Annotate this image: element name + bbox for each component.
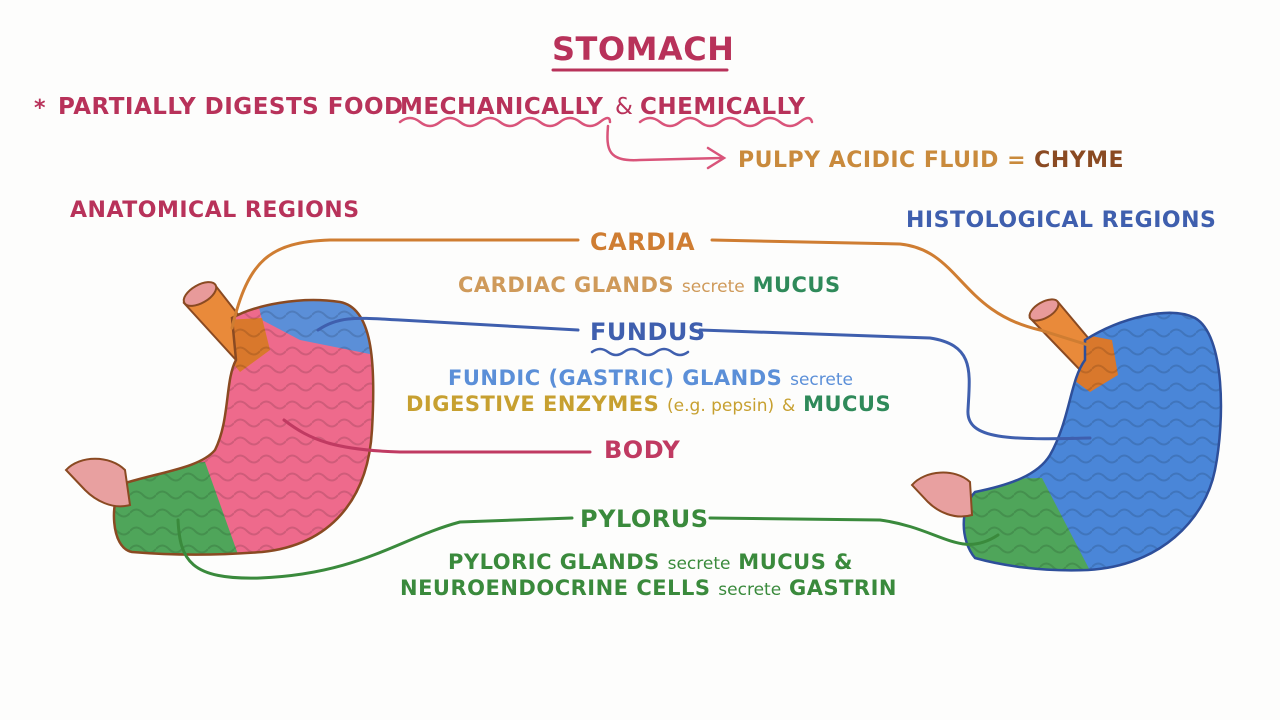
summary-mechanically: MECHANICALLY: [400, 94, 604, 120]
pylorus-cells: NEUROENDOCRINE CELLS: [400, 576, 711, 600]
connector-lines: [176, 124, 1092, 580]
pylorus-product1: MUCUS &: [738, 550, 853, 574]
pylorus-cells-line: NEUROENDOCRINE CELLS secrete GASTRIN: [400, 576, 897, 600]
fundus-products-line: DIGESTIVE ENZYMES (e.g. pepsin) & MUCUS: [406, 392, 891, 416]
pylorus-verb2: secrete: [718, 580, 782, 600]
fundus-product1: DIGESTIVE ENZYMES: [406, 392, 660, 416]
fundus-amp: &: [781, 396, 796, 416]
pylorus-glands: PYLORIC GLANDS: [448, 550, 660, 574]
page-title: STOMACH: [552, 30, 735, 68]
anatomical-regions-heading: ANATOMICAL REGIONS: [70, 198, 360, 223]
fundus-product2: MUCUS: [803, 392, 892, 416]
fundus-glands-line: FUNDIC (GASTRIC) GLANDS secrete: [448, 366, 853, 390]
cardia-glands: CARDIAC GLANDS: [458, 273, 675, 297]
cardia-product: MUCUS: [752, 273, 841, 297]
chyme-term: CHYME: [1034, 148, 1125, 173]
fundus-example: (e.g. pepsin): [667, 396, 775, 416]
fundus-label: FUNDUS: [590, 318, 706, 346]
pylorus-label: PYLORUS: [580, 505, 709, 533]
cardia-verb: secrete: [681, 277, 745, 297]
pylorus-verb1: secrete: [667, 554, 731, 574]
pylorus-product2: GASTRIN: [788, 576, 897, 600]
pylorus-glands-line: PYLORIC GLANDS secrete MUCUS &: [448, 550, 853, 574]
chyme-prefix: PULPY ACIDIC FLUID =: [738, 148, 1026, 173]
bullet-icon: *: [34, 96, 47, 121]
summary-amp: &: [615, 94, 634, 120]
cardia-label: CARDIA: [590, 228, 696, 256]
body-label: BODY: [604, 436, 681, 464]
summary-chemically: CHEMICALLY: [640, 94, 806, 120]
fundus-verb: secrete: [790, 370, 853, 390]
right-stomach: [910, 298, 1223, 572]
cardia-secretion: CARDIAC GLANDS secrete MUCUS: [458, 273, 841, 297]
fundus-glands: FUNDIC (GASTRIC) GLANDS: [448, 366, 783, 390]
chyme-definition: PULPY ACIDIC FLUID = CHYME: [738, 148, 1124, 173]
histological-regions-heading: HISTOLOGICAL REGIONS: [906, 208, 1217, 233]
summary-prefix: PARTIALLY DIGESTS FOOD: [58, 94, 404, 120]
